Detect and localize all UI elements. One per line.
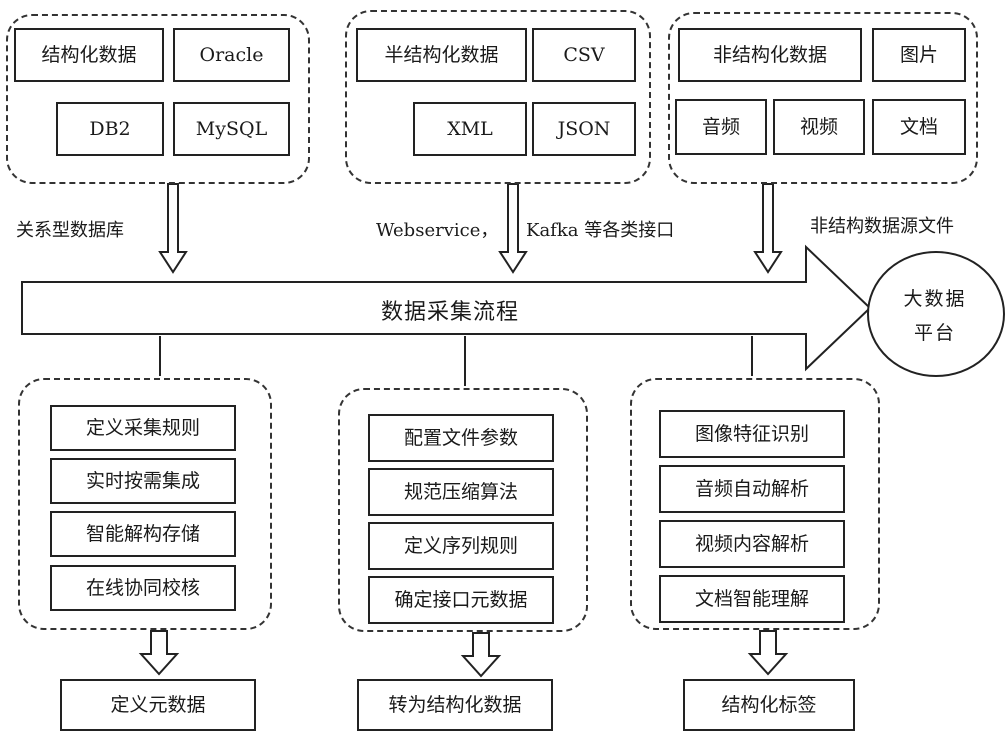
semi-structured-data-header: 半结构化数据 xyxy=(356,28,527,82)
source-mysql: MySQL xyxy=(173,102,290,156)
unstructured-step: 图像特征识别 xyxy=(659,410,845,458)
structured-step: 定义采集规则 xyxy=(50,405,236,451)
semi-structured-step: 规范压缩算法 xyxy=(368,468,554,516)
output-structured-tags: 结构化标签 xyxy=(683,679,855,731)
flow-title: 数据采集流程 xyxy=(380,300,519,325)
structured-processing-group xyxy=(18,378,272,630)
semi-structured-source-group xyxy=(345,10,651,184)
source-csv: CSV xyxy=(532,28,636,82)
channel-label-webservice: Webservice， xyxy=(376,220,499,241)
platform-label-line2: 平台 xyxy=(913,322,956,344)
unstructured-source-group xyxy=(668,12,978,184)
big-data-platform-label: 大数据 平台 xyxy=(866,282,1004,350)
source-oracle: Oracle xyxy=(173,28,290,82)
output-define-metadata: 定义元数据 xyxy=(60,679,256,731)
unstructured-processing-group xyxy=(630,378,880,630)
arrow-semi-to-flow xyxy=(498,183,528,274)
semi-structured-step: 确定接口元数据 xyxy=(368,576,554,624)
arrow-semi-to-output xyxy=(460,632,502,678)
structured-step: 在线协同校核 xyxy=(50,565,236,611)
semi-structured-processing-group xyxy=(338,388,588,632)
source-json: JSON xyxy=(532,102,636,156)
unstructured-step: 视频内容解析 xyxy=(659,520,845,568)
big-data-platform-circle xyxy=(867,251,1005,377)
source-xml: XML xyxy=(413,102,527,156)
structured-step: 智能解构存储 xyxy=(50,511,236,557)
semi-structured-step: 定义序列规则 xyxy=(368,522,554,570)
arrow-structured-to-output xyxy=(138,630,180,676)
output-convert-to-structured: 转为结构化数据 xyxy=(357,679,553,731)
arrow-unstructured-to-flow xyxy=(753,183,783,274)
arrow-structured-to-flow xyxy=(158,183,188,274)
channel-label-unstructured-files: 非结构数据源文件 xyxy=(810,216,954,237)
unstructured-step: 音频自动解析 xyxy=(659,465,845,513)
source-document: 文档 xyxy=(872,99,966,155)
structured-data-header: 结构化数据 xyxy=(14,28,164,82)
channel-label-relational-db: 关系型数据库 xyxy=(16,220,124,241)
unstructured-step: 文档智能理解 xyxy=(659,575,845,623)
platform-label-line1: 大数据 xyxy=(903,288,967,310)
process-flow-arrow xyxy=(21,244,872,372)
source-image: 图片 xyxy=(872,28,966,82)
source-audio: 音频 xyxy=(675,99,767,155)
source-video: 视频 xyxy=(773,99,865,155)
channel-label-kafka: Kafka 等各类接口 xyxy=(526,220,675,241)
structured-step: 实时按需集成 xyxy=(50,458,236,504)
source-db2: DB2 xyxy=(56,102,164,156)
structured-source-group xyxy=(6,14,310,184)
semi-structured-step: 配置文件参数 xyxy=(368,414,554,462)
unstructured-data-header: 非结构化数据 xyxy=(678,28,862,82)
arrow-unstructured-to-output xyxy=(747,630,789,676)
